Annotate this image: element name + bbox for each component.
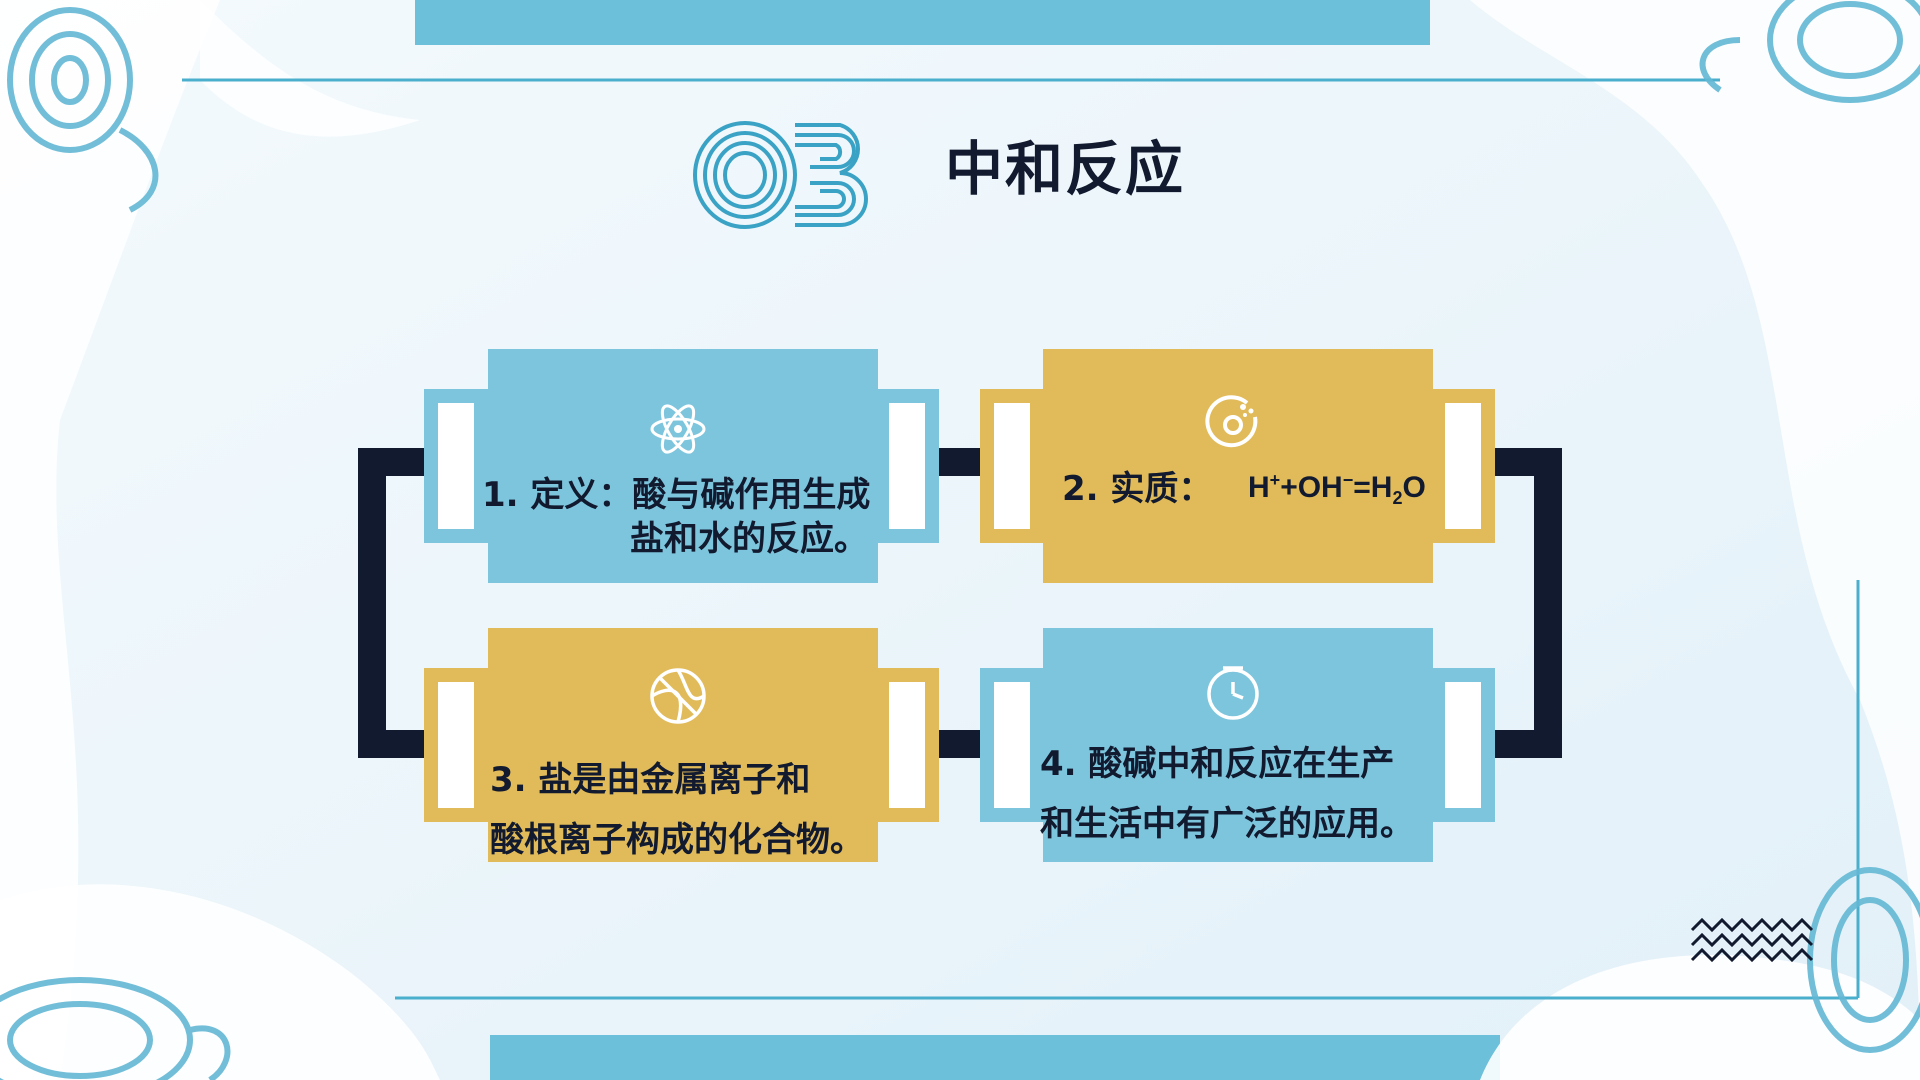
card-3-line-1: 3. 盐是由金属离子和 (490, 760, 811, 800)
neutralization-formula: H++OH−=H2O (1248, 470, 1426, 508)
card-1-left-tab (424, 389, 488, 543)
basketball-icon (650, 668, 706, 724)
slide-title: 中和反应 (945, 135, 1186, 203)
atom-icon (650, 404, 706, 454)
section-number-graphic (693, 121, 868, 229)
card-2-right-tab (1431, 389, 1495, 543)
card-4-left-tab (980, 668, 1044, 822)
card-4-right-tab (1431, 668, 1495, 822)
card-3-line-2: 酸根离子构成的化合物。 (490, 820, 864, 860)
card-essence (1043, 349, 1433, 583)
card-3-left-tab (424, 668, 488, 822)
clock-icon (1207, 666, 1259, 720)
donut-icon (1205, 395, 1258, 448)
card-salt (488, 628, 878, 862)
card-2-label: 2. 实质： (1062, 469, 1213, 509)
card-1-line-2: 盐和水的反应。 (630, 519, 868, 559)
card-3-right-tab (875, 668, 939, 822)
card-definition (488, 349, 878, 583)
card-4-line-1: 4. 酸碱中和反应在生产 (1040, 744, 1395, 784)
card-4-line-2: 和生活中有广泛的应用。 (1040, 804, 1414, 844)
card-1-right-tab (875, 389, 939, 543)
card-1-line-1: 1. 定义：酸与碱作用生成 (482, 475, 871, 515)
card-application (1043, 628, 1433, 862)
card-2-left-tab (980, 389, 1044, 543)
